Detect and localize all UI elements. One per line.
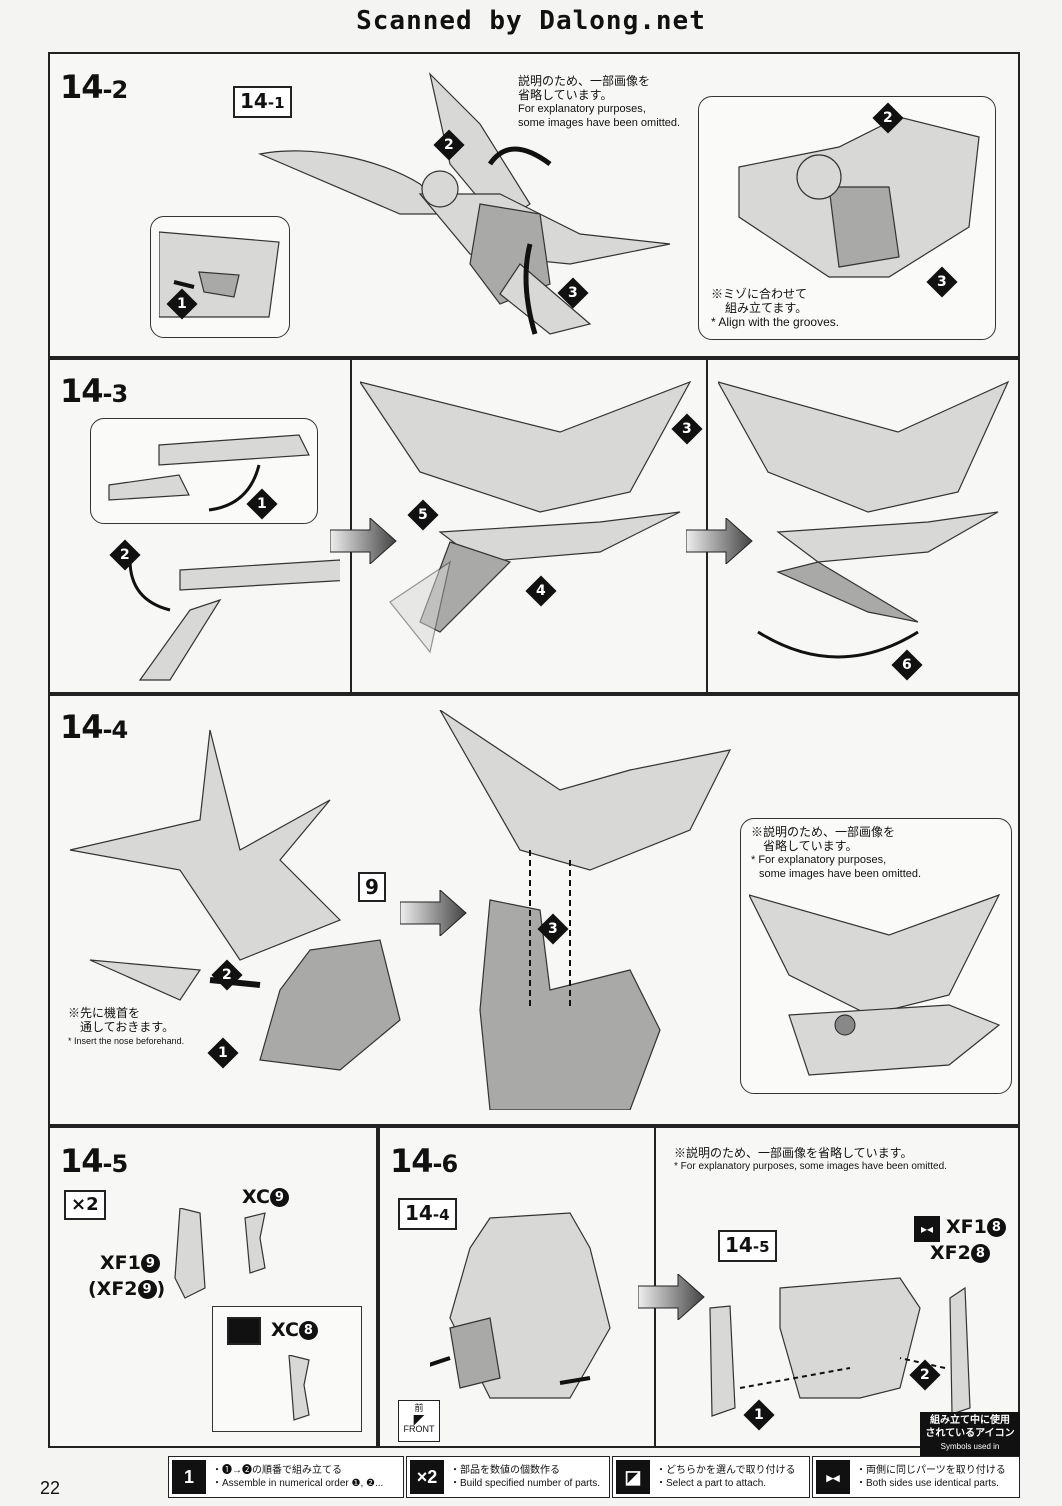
reference-14-4: 14-4	[398, 1198, 457, 1230]
detail-inset-omitted: ※説明のため、一部画像を 省略しています。 * For explanatory …	[740, 818, 1012, 1094]
wing-unit-illustration	[718, 380, 1010, 659]
flow-arrow	[638, 1274, 705, 1320]
step-number: 14-3	[60, 372, 128, 410]
detail-inset-grooves: 2 3 ※ミゾに合わせて 組み立てます。 * Align with the gr…	[698, 96, 996, 340]
wing-unit-illustration	[257, 72, 671, 335]
step-number: 14-5	[60, 1142, 128, 1180]
order-icon: 1	[172, 1460, 206, 1494]
wing-unit-illustration	[360, 380, 692, 654]
divider	[706, 360, 708, 694]
reference-14-1: 14-1	[233, 86, 292, 118]
groove-note: ※ミゾに合わせて 組み立てます。 * Align with the groove…	[711, 287, 840, 329]
omit-note: 説明のため、一部画像を 省略しています。 For explanatory pur…	[518, 74, 681, 129]
legend-build-count: ×2 ・部品を数値の個数作る・Build specified number of…	[406, 1456, 610, 1498]
legend-identical-parts: ▸◂ ・両側に同じパーツを取り付ける・Both sides use identi…	[812, 1456, 1020, 1498]
step-number: 14-6	[390, 1142, 458, 1180]
detail-inset-wing: 1	[90, 418, 318, 524]
flow-arrow	[330, 518, 397, 564]
multiplier-badge: ×2	[64, 1190, 106, 1220]
flow-arrow	[686, 518, 753, 564]
nose-note: ※先に機首を 通しておきます。 * Insert the nose before…	[68, 1006, 185, 1046]
front-indicator: 前 ◤ FRONT	[398, 1400, 440, 1442]
leg-armor-parts	[174, 1208, 266, 1299]
waist-armor-illustration	[709, 1277, 971, 1417]
omit-note: ※説明のため、一部画像を 省略しています。 * For explanatory …	[751, 825, 922, 880]
multiplier-icon: ×2	[410, 1460, 444, 1494]
select-part-icon: ◪	[616, 1460, 650, 1494]
wing-fold-illustration	[128, 559, 340, 681]
symbols-legend-title: 組み立て中に使用 されているアイコン Symbols used in instr…	[920, 1412, 1020, 1464]
symmetric-parts-icon: ▸◂	[914, 1216, 940, 1242]
symmetric-parts-icon: ▸◂	[816, 1460, 850, 1494]
wing-unit-illustration	[69, 729, 401, 1071]
divider	[350, 360, 352, 694]
body-assembly-illustration	[439, 710, 732, 1110]
panel-step-14-2: 14-2 14-1 説明のため、一部画像を 省略しています。 For expla…	[48, 52, 1020, 358]
omit-note: ※説明のため、一部画像を省略しています。 * For explanatory p…	[674, 1146, 947, 1172]
step-number: 14-2	[60, 68, 128, 106]
scanner-watermark: Scanned by Dalong.net	[356, 6, 706, 36]
detail-inset-nose: 1	[150, 216, 290, 338]
legend-assemble-order: 1 ・❶→❷の順番で組み立てる・Assemble in numerical or…	[168, 1456, 404, 1498]
flow-arrow	[400, 890, 467, 936]
reference-14-5: 14-5	[718, 1230, 777, 1262]
page-number: 22	[40, 1478, 61, 1498]
panel-step-14-3: 14-3 1 2 5 4 3 6	[48, 358, 1020, 694]
panel-step-14-6: 14-6 14-4 前 ◤ FRONT ※説明のため、一部画像を省略しています。…	[378, 1126, 1020, 1448]
legend-select-part: ◪ ・どちらかを選んで取り付ける・Select a part to attach…	[612, 1456, 810, 1498]
panel-step-14-4: 14-4 9 2 1 ※先に機首を 通しておきます。 * Insert the …	[48, 694, 1020, 1128]
waist-assembly-illustration	[430, 1212, 611, 1399]
reference-9: 9	[358, 872, 386, 902]
select-part-icon	[227, 1317, 261, 1345]
step-number: 14-4	[60, 708, 128, 746]
